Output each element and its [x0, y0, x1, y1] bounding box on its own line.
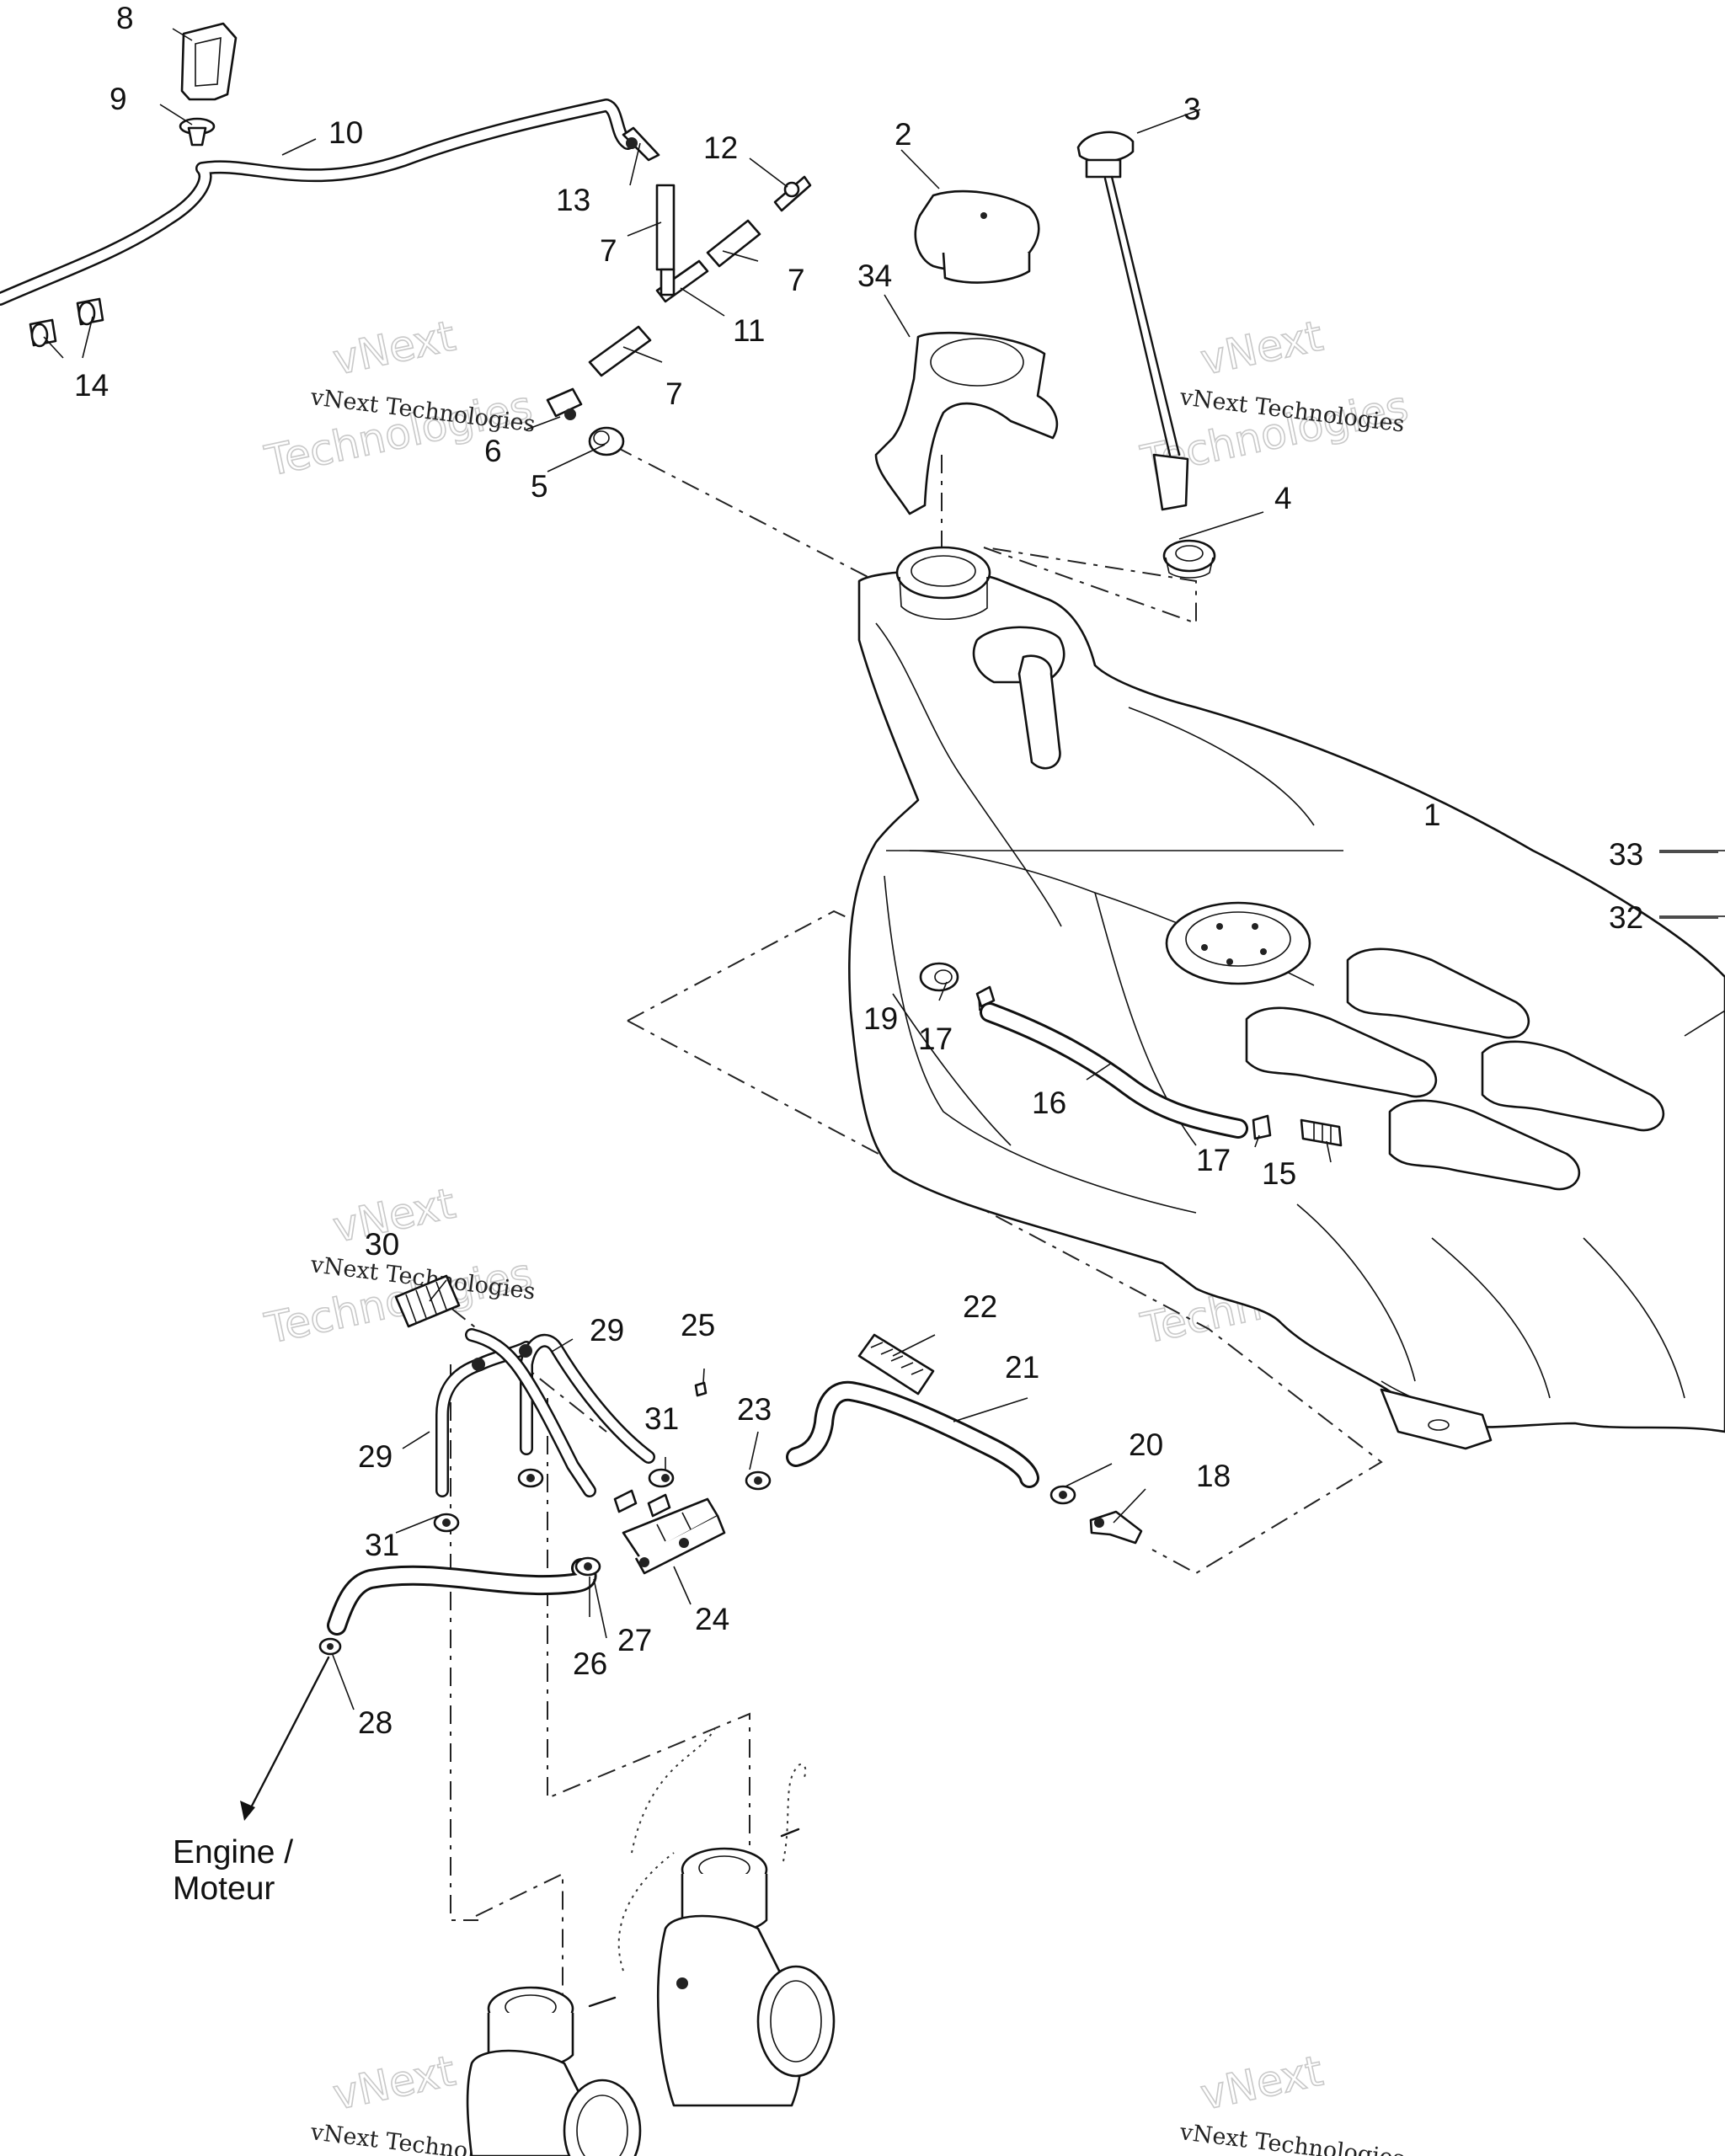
callout-32: 32 [1609, 900, 1643, 935]
carburetors [466, 1726, 836, 2156]
part-29-hose-right [465, 1328, 655, 1497]
part-27-clamp [574, 1556, 601, 1577]
svg-text:vNext: vNext [1196, 312, 1327, 385]
part-4-grommet [1162, 539, 1216, 579]
callout-28: 28 [358, 1705, 393, 1740]
callout-7-b: 7 [788, 263, 805, 297]
part-34-cap-support [874, 331, 1058, 515]
part-3-fuel-gauge [1076, 131, 1189, 511]
part-8-vent-cap [180, 22, 238, 101]
part-24-fuel-valve [613, 1489, 726, 1575]
callout-31-a: 31 [644, 1401, 679, 1436]
callout-25: 25 [681, 1308, 715, 1342]
part-7-hose-lower [588, 325, 652, 377]
part-17-clamp-lower [1252, 1114, 1272, 1140]
engine-label-line1: Engine / [173, 1834, 293, 1870]
callout-17-b: 17 [1196, 1143, 1231, 1177]
part-21-hose [786, 1380, 1039, 1488]
part-2-fuel-cap [914, 189, 1040, 284]
callout-12: 12 [703, 131, 738, 165]
callout-21: 21 [1005, 1350, 1039, 1385]
callout-10: 10 [328, 115, 363, 150]
callout-23: 23 [737, 1392, 772, 1427]
part-31-clamp-mid [517, 1468, 544, 1488]
callout-34: 34 [857, 259, 892, 293]
callout-3: 3 [1183, 92, 1201, 126]
part-31-clamp-left [433, 1513, 460, 1533]
callout-24: 24 [695, 1602, 729, 1636]
callout-19: 19 [863, 1001, 898, 1036]
part-6-fitting [546, 387, 583, 420]
callout-6: 6 [484, 434, 502, 468]
part-1-fuel-tank [848, 546, 1725, 1450]
callout-8: 8 [116, 1, 134, 35]
callout-labels: 1 2 3 4 5 6 7 7 7 8 9 10 11 12 13 14 15 … [74, 1, 1643, 1907]
engine-label-line2: Moteur [173, 1870, 275, 1907]
callout-7-a: 7 [600, 233, 617, 268]
part-14-clamps [29, 297, 104, 348]
watermark-bottom-right: vNext vNext Technologies [1178, 2046, 1406, 2156]
part-5-grommet [588, 426, 625, 456]
part-23-clamp [745, 1470, 772, 1491]
callout-16: 16 [1032, 1086, 1066, 1120]
callout-26: 26 [573, 1646, 607, 1681]
callout-17-a: 17 [918, 1022, 953, 1056]
part-12-fitting [773, 175, 812, 212]
part-13-fitting [622, 126, 660, 162]
part-22-spring-sleeve [857, 1333, 935, 1396]
part-18-outlet-fitting [1089, 1510, 1143, 1545]
callout-7-c: 7 [665, 376, 683, 411]
callout-22: 22 [963, 1289, 997, 1324]
leader-lines [43, 28, 1718, 1710]
svg-text:vNext: vNext [328, 2047, 459, 2120]
callout-15: 15 [1262, 1156, 1296, 1191]
svg-text:vNext: vNext [1196, 2047, 1327, 2120]
callout-4: 4 [1274, 481, 1292, 515]
callout-14: 14 [74, 368, 109, 403]
part-10-vent-hose [0, 99, 634, 306]
part-26-hose [327, 1558, 597, 1636]
callout-30: 30 [365, 1227, 399, 1262]
part-7-hose-right [706, 219, 761, 268]
callout-18: 18 [1196, 1459, 1231, 1493]
callout-20: 20 [1129, 1428, 1163, 1462]
callout-9: 9 [109, 82, 127, 116]
part-30-spring-sleeve [394, 1274, 461, 1328]
callout-2: 2 [895, 117, 912, 152]
part-17-clamp-upper [975, 985, 996, 1008]
part-16-fuel-hose [980, 1002, 1248, 1139]
callout-31-b: 31 [365, 1528, 399, 1562]
part-9-push-rivet [179, 117, 216, 147]
part-31-clamp-right [648, 1468, 675, 1488]
part-11-tee-fitting [655, 259, 709, 303]
engine-arrow [240, 1656, 330, 1821]
watermark-middle-left: vNext Technologies vNext Technologies [260, 1178, 537, 1354]
svg-text:vNext: vNext [328, 312, 459, 385]
callout-1: 1 [1423, 798, 1441, 832]
callout-33: 33 [1609, 837, 1643, 872]
callout-27: 27 [617, 1623, 652, 1657]
callout-11: 11 [733, 313, 765, 348]
part-19-grommet [919, 962, 959, 992]
callout-5: 5 [531, 469, 548, 504]
part-28-clamp [318, 1637, 342, 1656]
svg-text:vNext Technologies: vNext Technologies [1178, 2119, 1406, 2156]
part-25-pin [694, 1381, 708, 1397]
part-15-strainer [1300, 1118, 1343, 1147]
callout-29-a: 29 [590, 1313, 624, 1348]
part-20-clamp [1049, 1485, 1076, 1505]
callout-29-b: 29 [358, 1439, 393, 1474]
callout-13: 13 [556, 183, 590, 217]
part-7-hose-upper [655, 184, 676, 271]
